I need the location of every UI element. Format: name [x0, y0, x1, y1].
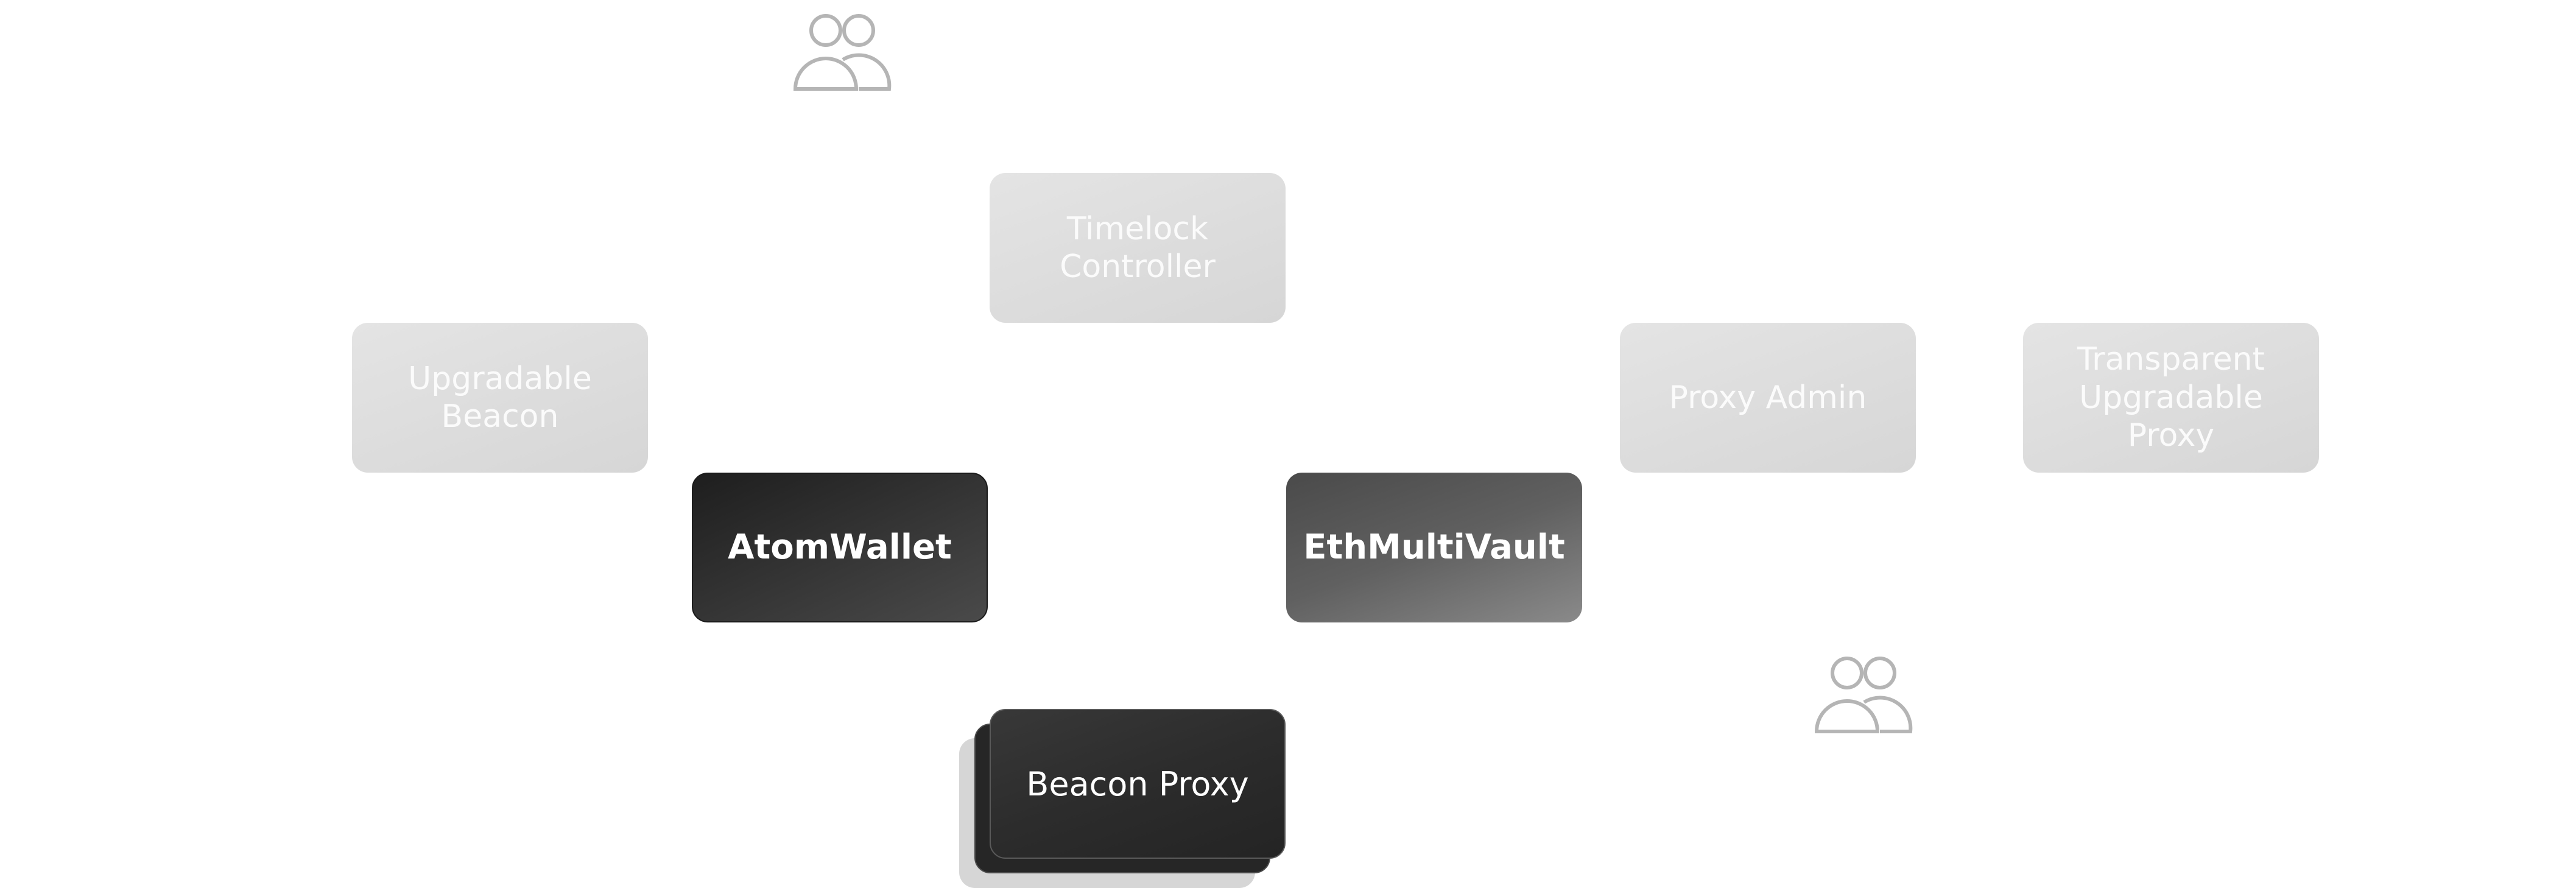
users-icon [1814, 657, 1913, 733]
transparent-upgradable-proxy-node: Transparent Upgradable Proxy [2023, 323, 2319, 473]
users-icon [793, 14, 892, 91]
proxy-admin-node: Proxy Admin [1620, 323, 1916, 473]
timelock-controller-node: Timelock Controller [990, 173, 1286, 323]
eth-multi-vault-node: EthMultiVault [1286, 473, 1582, 622]
atom-wallet-node: AtomWallet [692, 473, 988, 622]
upgradable-beacon-node: Upgradable Beacon [352, 323, 648, 473]
beacon-proxy-node: Beacon Proxy [990, 709, 1286, 859]
